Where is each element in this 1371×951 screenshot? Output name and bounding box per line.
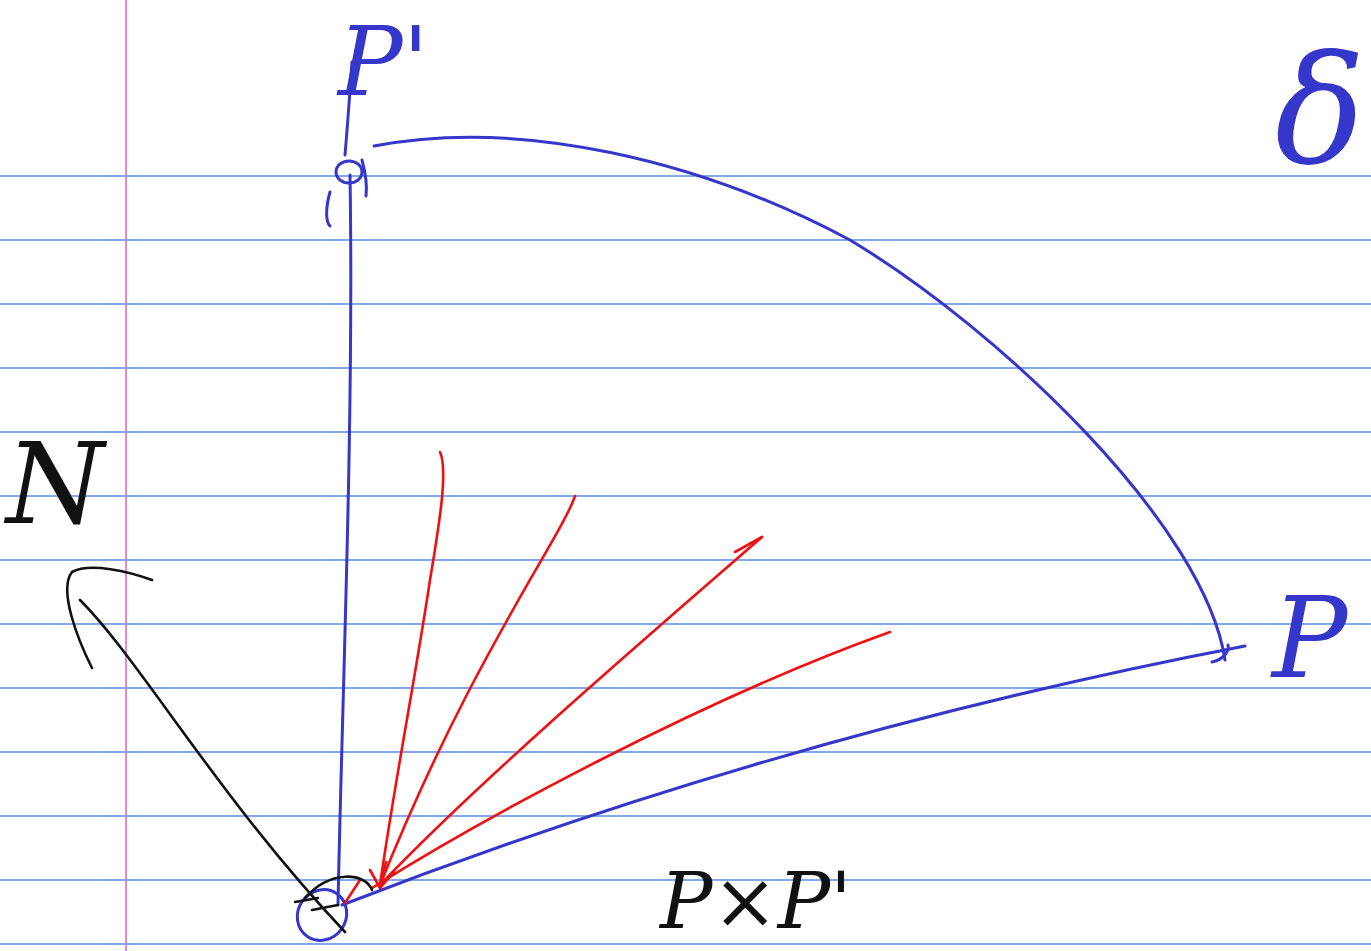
blue-triangle — [287, 62, 1245, 950]
handwritten-label: P×P' — [660, 862, 852, 940]
handwritten-label: P — [1272, 582, 1347, 694]
ruled-lines — [0, 176, 1371, 944]
margin-line — [125, 0, 127, 951]
handwritten-label: δ — [1275, 36, 1365, 186]
black-arrow — [67, 568, 372, 932]
red-rays — [345, 452, 890, 903]
handwritten-label: P' — [338, 14, 429, 110]
handwritten-label: N — [6, 428, 104, 540]
